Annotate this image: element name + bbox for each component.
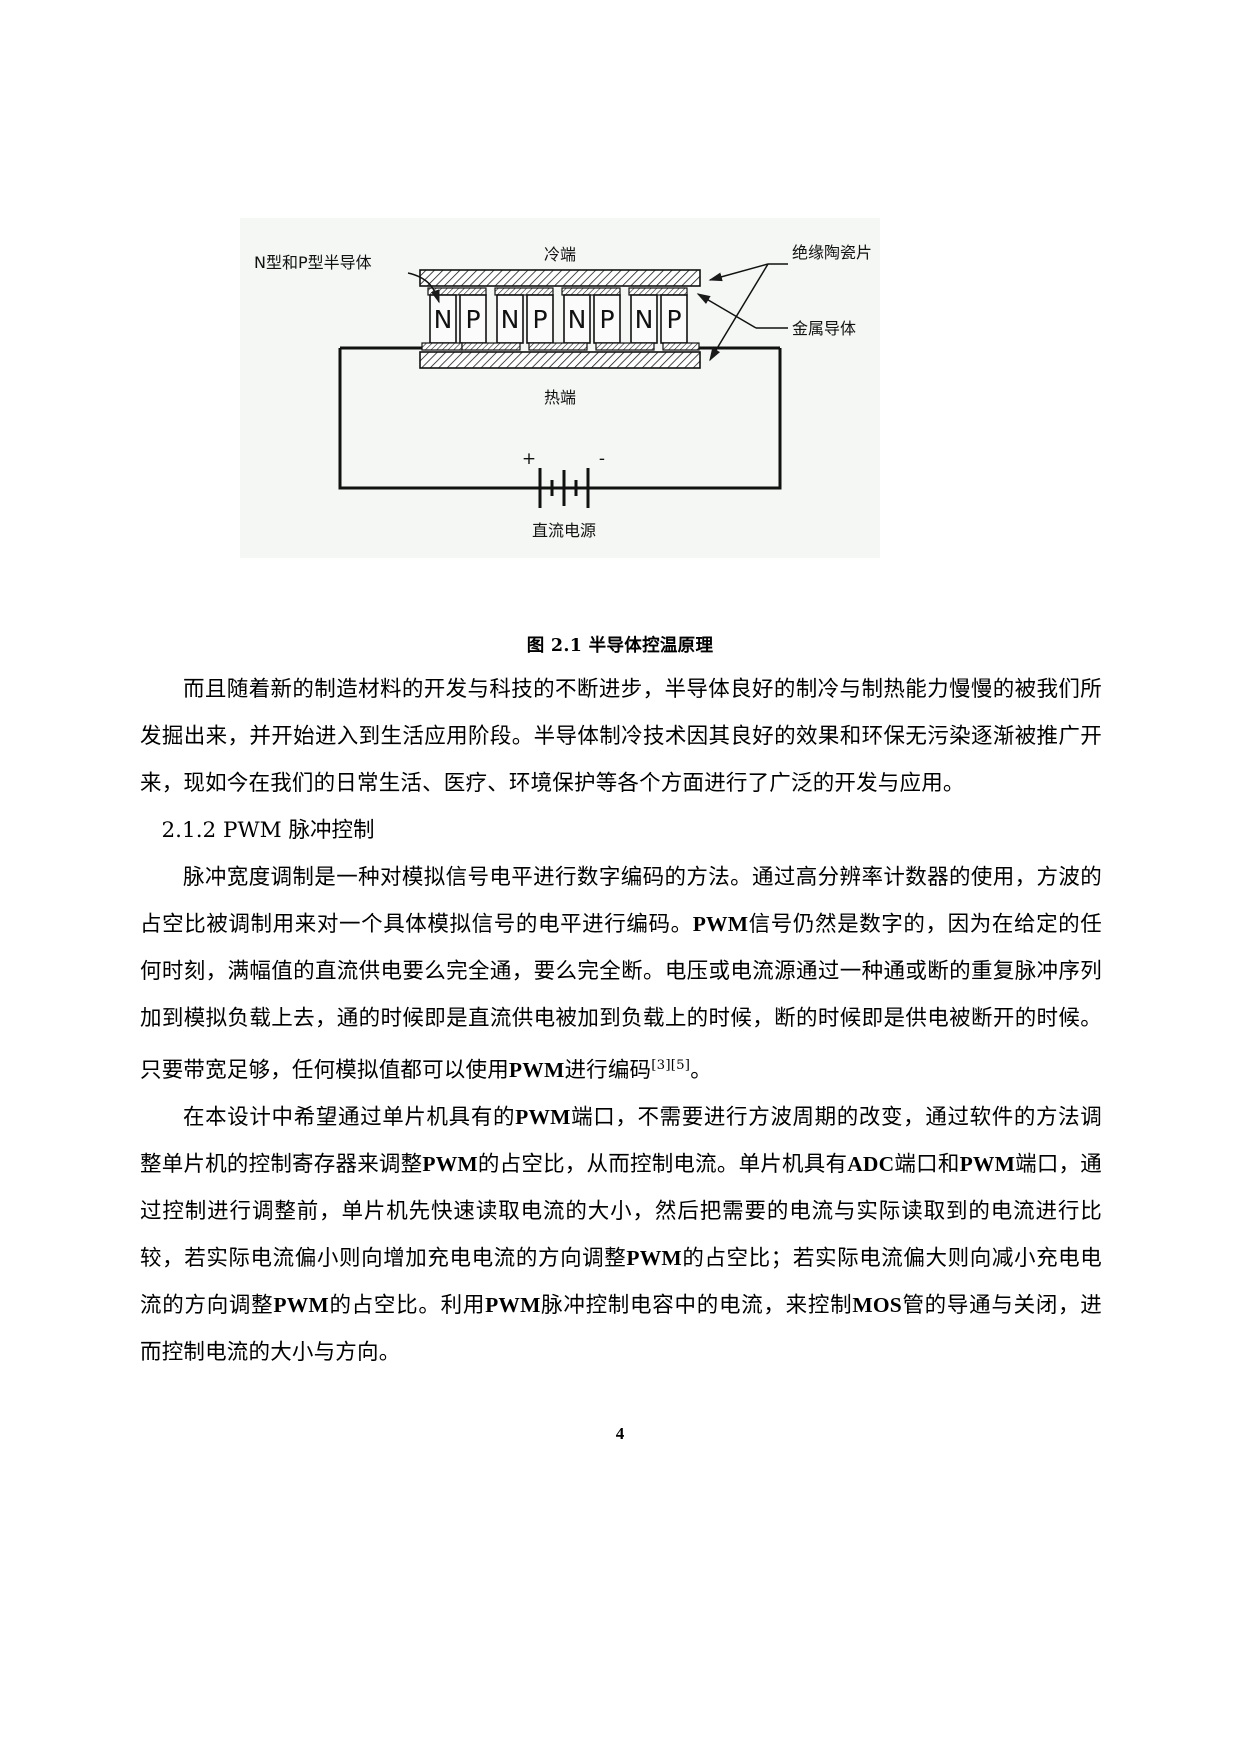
text-segment: 端口，不需要进行方波周期的改变，通过软件的方法调整单片机的控制寄存器来调整 bbox=[140, 1105, 1102, 1178]
term-pwm: PWM bbox=[422, 1152, 478, 1177]
text-segment: 的占空比。利用 bbox=[328, 1293, 486, 1319]
figure-label-ceramic: 绝缘陶瓷片 bbox=[792, 243, 872, 262]
text-segment: 在本设计中希望通过单片机具有的 bbox=[183, 1105, 516, 1131]
figure-label-dc-source: 直流电源 bbox=[532, 521, 596, 540]
term-mos: MOS bbox=[852, 1293, 902, 1318]
figure-caption: 图 2.1 半导体控温原理 bbox=[526, 636, 714, 656]
text-segment: 的占空比，从而控制电流。单片机具有 bbox=[477, 1152, 848, 1178]
paragraph-design-approach: 在本设计中希望通过单片机具有的PWM端口，不需要进行方波周期的改变，通过软件的方… bbox=[140, 1094, 1102, 1376]
text-segment: 脉冲宽度调制是一种对模拟信号电平进行数字编码的方法。通过高分辨率计数器的使用，方… bbox=[140, 865, 1102, 937]
text-segment: 端口，通过控制进行调整前，单片机先快速读取电流的大小，然后把需要的电流与实际读取… bbox=[140, 1152, 1102, 1272]
text-segment: 。 bbox=[690, 1058, 712, 1084]
term-pwm: PWM bbox=[508, 1058, 565, 1083]
citation-reference: [3][5] bbox=[651, 1058, 691, 1073]
figure-label-hot-side: 热端 bbox=[544, 388, 576, 407]
text-segment: 的占空比；若实际电流偏大则向减小充电电流的方向调整 bbox=[140, 1246, 1102, 1319]
text-segment: 信号仍然是数字的，因为在给定的任何时刻，满幅值的直流供电要么完全通，要么完全断。… bbox=[140, 912, 1102, 1084]
paragraph-pwm-definition: 脉冲宽度调制是一种对模拟信号电平进行数字编码的方法。通过高分辨率计数器的使用，方… bbox=[140, 854, 1102, 1094]
figure-label-minus: - bbox=[599, 449, 605, 469]
svg-text:P: P bbox=[666, 305, 681, 334]
svg-text:P: P bbox=[532, 305, 547, 334]
thermoelectric-module-diagram: N P N P N P N P bbox=[240, 218, 880, 558]
page-number: 4 bbox=[615, 1424, 625, 1443]
body-text-column: 而且随着新的制造材料的开发与科技的不断进步，半导体良好的制冷与制热能力慢慢的被我… bbox=[140, 666, 1102, 1376]
svg-text:N: N bbox=[635, 305, 654, 334]
figure-image: N P N P N P N P bbox=[240, 218, 880, 558]
paragraph-intro: 而且随着新的制造材料的开发与科技的不断进步，半导体良好的制冷与制热能力慢慢的被我… bbox=[140, 677, 1102, 796]
figure-label-left: N型和P型半导体 bbox=[254, 253, 372, 272]
figure-label-cold-side: 冷端 bbox=[544, 245, 576, 264]
svg-text:P: P bbox=[599, 305, 614, 334]
svg-text:N: N bbox=[568, 305, 587, 334]
term-pwm: PWM bbox=[959, 1152, 1016, 1177]
text-segment: 脉冲控制电容中的电流，来控制 bbox=[540, 1293, 853, 1319]
term-pwm: PWM bbox=[692, 912, 749, 936]
term-pwm: PWM bbox=[485, 1293, 541, 1318]
text-segment: 端口和 bbox=[894, 1152, 960, 1178]
svg-text:N: N bbox=[434, 305, 453, 334]
text-segment: 进行编码 bbox=[564, 1058, 652, 1084]
figure-2-1: N P N P N P N P bbox=[240, 218, 880, 558]
svg-text:N: N bbox=[501, 305, 520, 334]
figure-label-metal-conductor: 金属导体 bbox=[792, 319, 856, 338]
svg-text:P: P bbox=[465, 305, 480, 334]
term-adc: ADC bbox=[847, 1152, 895, 1177]
term-pwm: PWM bbox=[515, 1105, 571, 1130]
term-pwm: PWM bbox=[273, 1293, 329, 1318]
figure-label-plus: + bbox=[522, 449, 536, 469]
term-pwm: PWM bbox=[626, 1246, 682, 1271]
text-segment: 管的导通与关闭，进而控制电流的大小与方向。 bbox=[140, 1293, 1102, 1366]
section-heading-2-1-2: 2.1.2 PWM 脉冲控制 bbox=[161, 818, 375, 843]
